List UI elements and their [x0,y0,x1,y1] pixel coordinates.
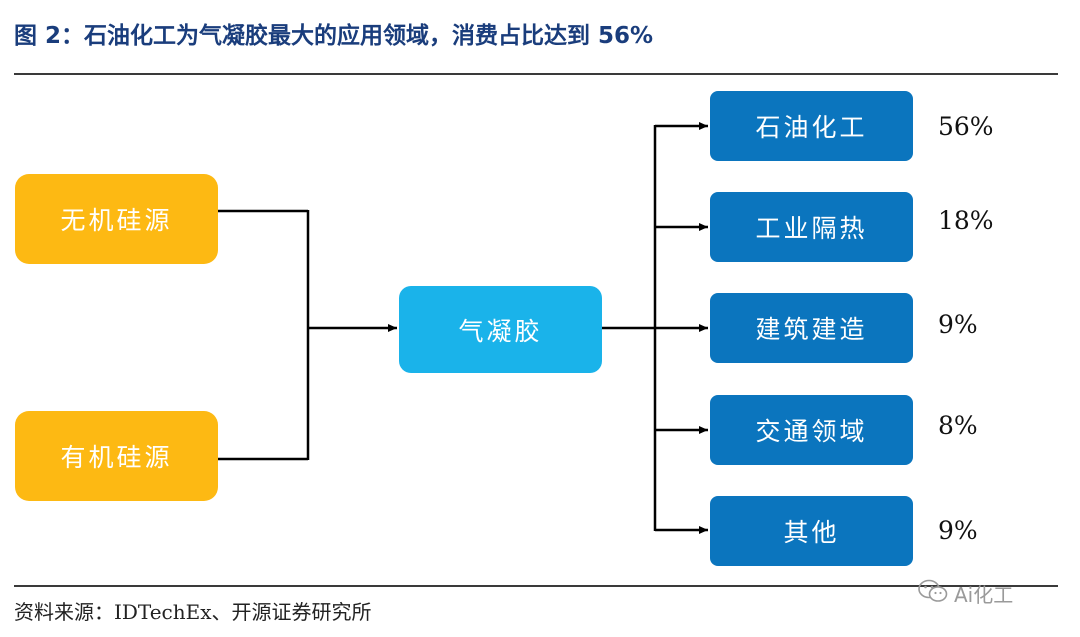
aerogel-box: 气凝胶 [399,286,602,373]
share-industrial-insulation: 18% [938,206,994,235]
app-box-industrial-insulation: 工业隔热 [710,192,913,262]
share-petrochemical: 56% [938,112,994,141]
source-note: 资料来源：IDTechEx、开源证券研究所 [14,600,372,624]
bottom-rule [14,585,1058,587]
app-box-building: 建筑建造 [710,293,913,363]
watermark-text: Ai化工 [954,583,1014,607]
app-box-petrochemical: 石油化工 [710,91,913,161]
source-box-inorganic: 无机硅源 [15,174,218,264]
share-transportation: 8% [938,411,978,440]
source-box-organic: 有机硅源 [15,411,218,501]
share-building: 9% [938,310,978,339]
share-other: 9% [938,516,978,545]
wechat-icon [918,578,948,609]
top-rule [14,73,1058,75]
app-box-other: 其他 [710,496,913,566]
watermark: Ai化工 [918,578,1013,609]
figure-title: 图 2：石油化工为气凝胶最大的应用领域，消费占比达到 56% [14,23,654,49]
app-box-transportation: 交通领域 [710,395,913,465]
